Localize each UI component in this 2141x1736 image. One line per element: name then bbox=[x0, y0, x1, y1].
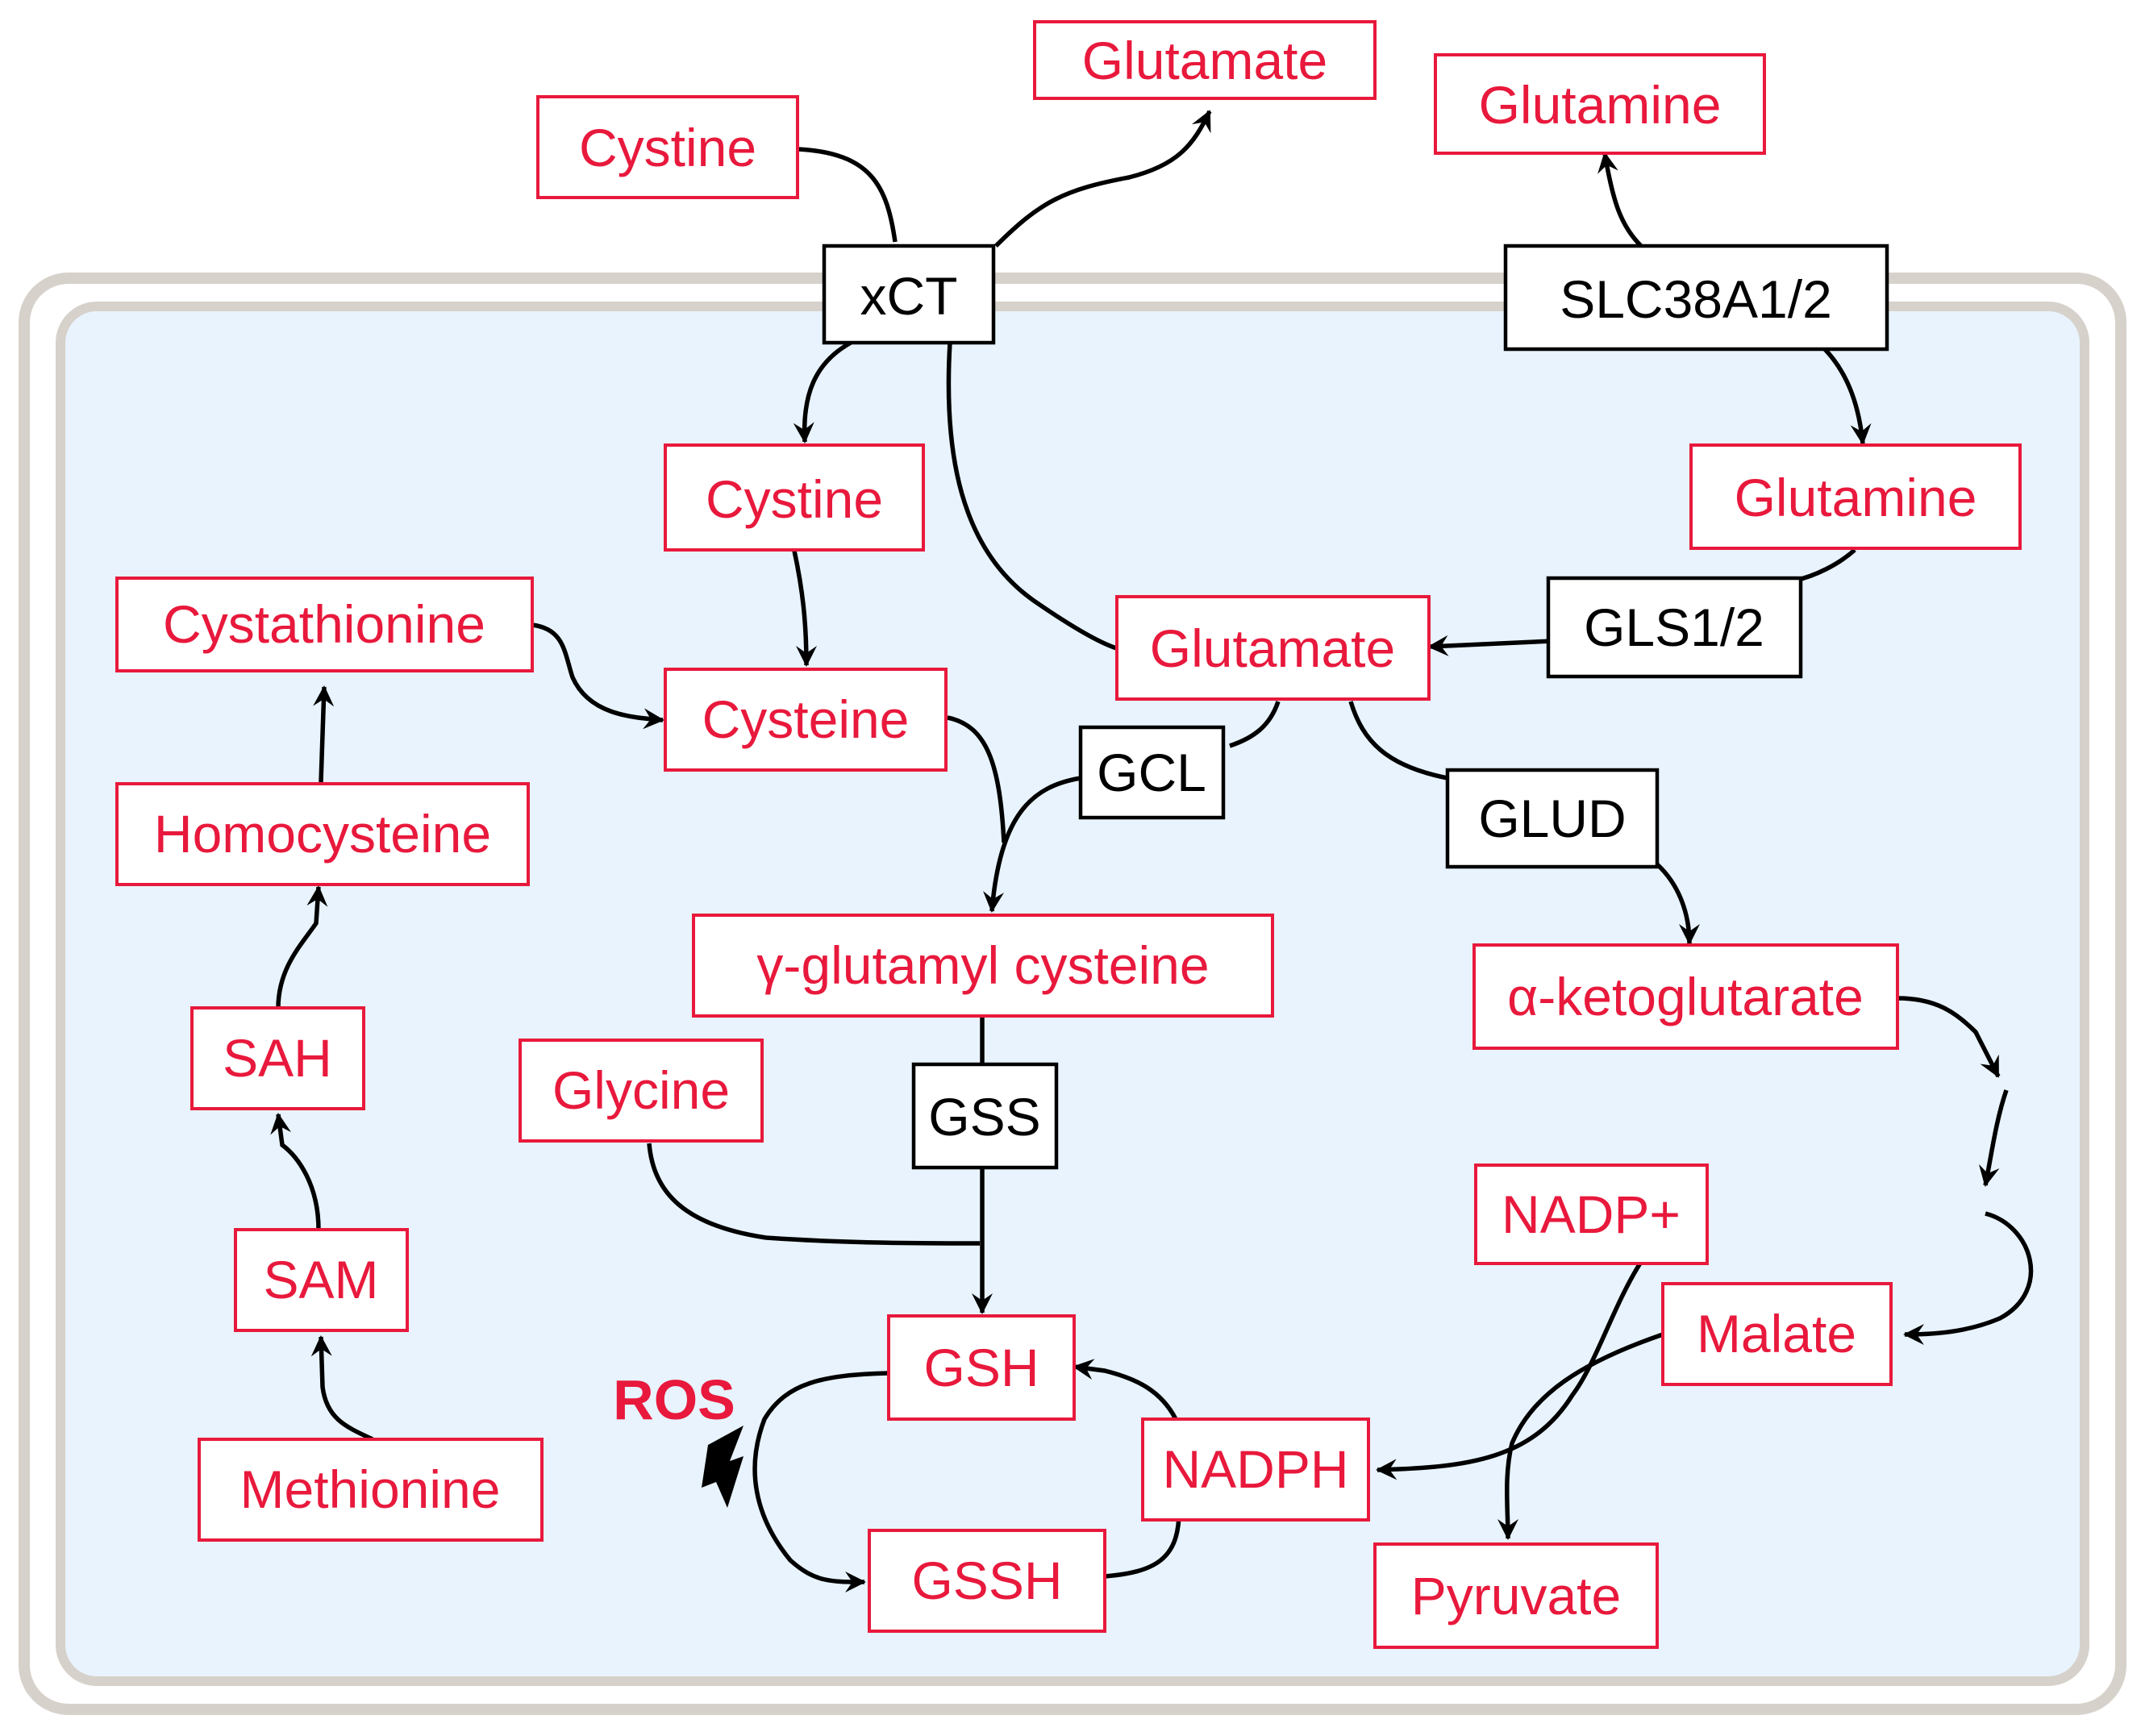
edge-step1-to-step2 bbox=[1978, 1089, 2009, 1187]
metabolite-label: Malate bbox=[1697, 1304, 1856, 1363]
edge-slc38a-to-glutamine-out bbox=[1597, 152, 1643, 248]
metabolite-nadp-plus: NADP+ bbox=[1474, 1164, 1709, 1265]
edge-glutamate-in-to-glud bbox=[1348, 701, 1448, 781]
metabolite-gssh: GSSH bbox=[868, 1529, 1106, 1633]
edge-glud-to-alpha-kg bbox=[1656, 862, 1700, 945]
metabolite-label: Cystine bbox=[706, 469, 883, 529]
enzyme-slc38a: SLC38A1/2 bbox=[1503, 244, 1889, 352]
edge-alpha-kg-to-step1 bbox=[1897, 996, 2001, 1078]
metabolite-label: Glutamate bbox=[1082, 31, 1327, 90]
edge-glutamate-in-to-gcl bbox=[1229, 701, 1281, 748]
metabolite-label: NADP+ bbox=[1502, 1184, 1681, 1244]
edge-methionine-to-sam bbox=[310, 1335, 374, 1442]
edge-sah-to-homocysteine bbox=[276, 885, 328, 1009]
metabolite-label: Cysteine bbox=[702, 689, 910, 749]
metabolite-label: NADPH bbox=[1162, 1439, 1348, 1499]
edge-xct-to-cystine-in bbox=[793, 340, 852, 443]
edge-slc38a-to-glutamine-in bbox=[1821, 345, 1872, 445]
metabolite-label: GSSH bbox=[911, 1551, 1062, 1610]
metabolite-label: Glutamate bbox=[1150, 618, 1395, 678]
metabolite-glutamate-in: Glutamate bbox=[1115, 595, 1431, 701]
metabolite-cystine-in: Cystine bbox=[664, 443, 925, 552]
metabolite-label: Pyruvate bbox=[1411, 1566, 1621, 1626]
edge-cystathionine-to-cysteine bbox=[531, 622, 664, 730]
enzyme-gcl: GCL bbox=[1078, 725, 1226, 820]
edge-gssh-to-nadph bbox=[1104, 1511, 1181, 1579]
enzyme-gls: GLS1/2 bbox=[1546, 576, 1803, 679]
edge-nadp-to-nadph bbox=[1376, 1260, 1643, 1480]
metabolite-cystathionine: Cystathionine bbox=[115, 577, 534, 672]
cell-membrane-outer bbox=[19, 273, 2126, 1715]
metabolite-cystine-out: Cystine bbox=[536, 95, 799, 199]
enzyme-label: GLS1/2 bbox=[1584, 597, 1764, 657]
edge-glycine-to-gsh bbox=[647, 1143, 981, 1246]
enzyme-label: GLUD bbox=[1478, 789, 1626, 848]
edge-cysteine-to-gamma bbox=[947, 715, 1006, 843]
metabolite-methionine: Methionine bbox=[198, 1438, 544, 1542]
enzyme-glud: GLUD bbox=[1445, 768, 1660, 869]
ros-label: ROS bbox=[613, 1368, 735, 1431]
metabolite-label: SAM bbox=[263, 1250, 378, 1309]
enzyme-label: SLC38A1/2 bbox=[1560, 269, 1832, 329]
metabolite-alpha-ketoglutarate: α-ketoglutarate bbox=[1472, 943, 1899, 1050]
metabolite-nadph: NADPH bbox=[1141, 1418, 1370, 1522]
metabolite-gsh: GSH bbox=[887, 1314, 1076, 1421]
metabolite-label: Glutamine bbox=[1735, 468, 1977, 527]
metabolite-glutamine-out: Glutamine bbox=[1434, 53, 1766, 155]
metabolite-label: Glycine bbox=[552, 1060, 730, 1120]
edge-malate-to-pyruvate bbox=[1497, 1332, 1664, 1540]
metabolite-homocysteine: Homocysteine bbox=[115, 782, 530, 886]
edge-cystine-in-to-cysteine bbox=[792, 550, 817, 667]
metabolite-label: Cystine bbox=[579, 118, 756, 177]
metabolite-glutamate-out: Glutamate bbox=[1033, 20, 1377, 100]
edge-homocysteine-to-cystathionine bbox=[313, 685, 335, 783]
edge-step2-to-malate bbox=[1903, 1211, 2034, 1345]
metabolite-label: Cystathionine bbox=[163, 594, 485, 654]
metabolite-glutamine-in: Glutamine bbox=[1689, 443, 2022, 550]
enzyme-label: GCL bbox=[1097, 743, 1206, 802]
enzyme-label: GSS bbox=[928, 1087, 1040, 1147]
edge-cystine-out-to-xct bbox=[798, 147, 898, 243]
enzyme-gss: GSS bbox=[911, 1062, 1059, 1170]
metabolite-cysteine: Cysteine bbox=[664, 668, 948, 772]
enzyme-xct: xCT bbox=[822, 244, 996, 345]
edge-gls-to-glutamate-in bbox=[1427, 635, 1553, 656]
edge-xct-to-glutamate-out bbox=[994, 110, 1212, 248]
metabolite-label: α-ketoglutarate bbox=[1507, 967, 1864, 1026]
metabolite-sam: SAM bbox=[234, 1228, 409, 1332]
edge-gsh-to-gssh bbox=[752, 1371, 889, 1592]
enzyme-label: xCT bbox=[860, 266, 958, 326]
metabolite-label: Glutamine bbox=[1479, 75, 1722, 135]
metabolite-gamma-glutamyl-cysteine: γ-glutamyl cysteine bbox=[692, 914, 1274, 1018]
edge-xct-to-glutamate-in bbox=[946, 342, 1120, 652]
edge-nadph-to-gsh bbox=[1073, 1359, 1178, 1421]
metabolite-glycine: Glycine bbox=[519, 1039, 764, 1143]
edge-gcl-to-gamma bbox=[983, 776, 1081, 913]
metabolite-label: GSH bbox=[923, 1338, 1039, 1397]
edge-sam-to-sah bbox=[270, 1113, 321, 1230]
metabolite-label: γ-glutamyl cysteine bbox=[756, 935, 1209, 995]
metabolite-label: Homocysteine bbox=[154, 804, 491, 864]
metabolite-label: Methionine bbox=[240, 1459, 501, 1519]
ros-bolt-icon bbox=[702, 1426, 744, 1508]
metabolite-malate: Malate bbox=[1661, 1282, 1893, 1386]
metabolite-label: SAH bbox=[223, 1028, 332, 1088]
metabolite-pyruvate: Pyruvate bbox=[1373, 1542, 1659, 1649]
metabolite-sah: SAH bbox=[190, 1006, 365, 1110]
